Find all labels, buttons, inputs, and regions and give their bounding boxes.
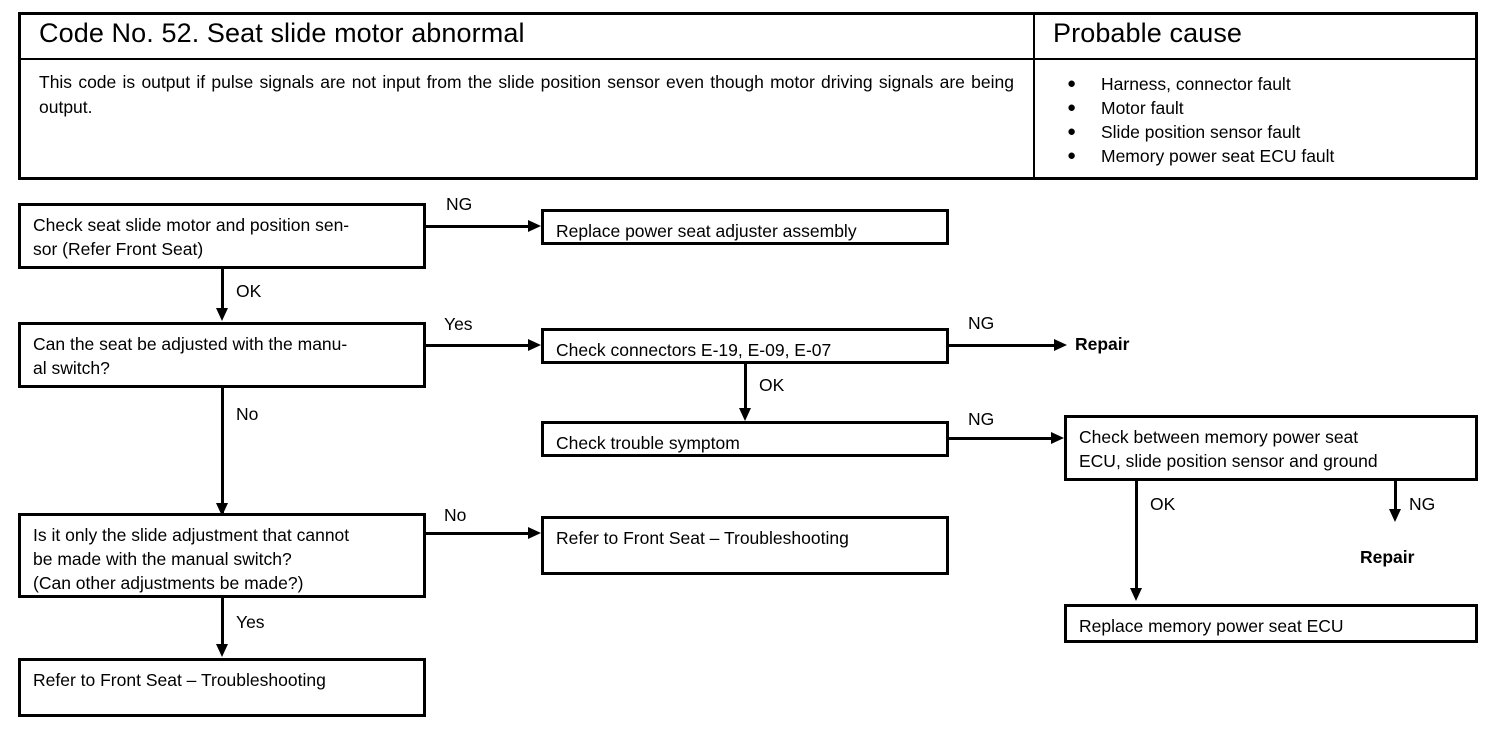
arrow-head-ng-connectors: [1054, 339, 1067, 351]
cause-label: Slide position sensor fault: [1101, 122, 1301, 142]
arrow-head-no-slide-question: [528, 527, 541, 539]
terminal-repair-top: Repair: [1075, 334, 1130, 354]
edge-label-ng: NG: [968, 313, 995, 333]
box-refer-front-seat-troubleshooting-bottom: Refer to Front Seat – Troubleshooting: [18, 658, 426, 717]
connector-yes-slide-question: [221, 598, 224, 646]
connector-ok-connectors: [744, 364, 747, 411]
arrow-head-yes-slide-question: [216, 644, 228, 657]
code-title: Code No. 52. Seat slide motor abnormal: [39, 18, 525, 48]
bullet-icon: ●: [1067, 99, 1077, 116]
bullet-icon: ●: [1067, 123, 1077, 140]
list-item: ● Memory power seat ECU fault: [1053, 144, 1473, 168]
box-text-line: Check connectors E-19, E-09, E-07: [556, 340, 832, 360]
connector-ok-check-between: [1135, 481, 1138, 593]
box-text-line: Refer to Front Seat – Troubleshooting: [33, 670, 326, 690]
edge-label-ok: OK: [1150, 494, 1176, 514]
box-text-line: Check trouble symptom: [556, 433, 740, 453]
edge-label-yes: Yes: [236, 612, 265, 632]
code-description: This code is output if pulse signals are…: [39, 72, 1014, 117]
bullet-icon: ●: [1067, 147, 1077, 164]
box-text-line: (Can other adjustments be made?): [33, 573, 304, 593]
arrow-head-ng-trouble-symptom: [1051, 432, 1064, 444]
box-text-line: ECU, slide position sensor and ground: [1079, 451, 1378, 471]
box-text-line: Replace power seat adjuster assembly: [556, 221, 857, 241]
box-check-connectors: Check connectors E-19, E-09, E-07: [541, 328, 949, 364]
arrow-head-ng-motor-sensor: [528, 220, 541, 232]
box-text-line: sor (Refer Front Seat): [33, 239, 204, 259]
connector-ng-trouble-symptom: [949, 437, 1051, 440]
cause-label: Harness, connector fault: [1101, 74, 1291, 94]
arrow-head-yes-manual-adjust: [528, 339, 541, 351]
diagnostic-info-table: Code No. 52. Seat slide motor abnormal P…: [18, 12, 1478, 180]
box-replace-memory-power-seat-ecu: Replace memory power seat ECU: [1064, 604, 1478, 643]
connector-ng-check-between: [1394, 481, 1397, 513]
connector-ng-motor-sensor: [426, 225, 528, 228]
box-text-line: Replace memory power seat ECU: [1079, 616, 1344, 636]
box-check-between-ecu-sensor-ground: Check between memory power seat ECU, sli…: [1064, 415, 1478, 481]
table-header-divider: [21, 58, 1475, 60]
edge-label-ng: NG: [968, 409, 995, 429]
edge-label-no: No: [444, 505, 467, 525]
connector-yes-manual-adjust: [426, 344, 528, 347]
box-check-seat-slide-motor: Check seat slide motor and position sen-…: [18, 203, 426, 269]
table-column-divider: [1033, 15, 1035, 177]
connector-no-slide-question: [426, 532, 528, 535]
edge-label-ok: OK: [236, 281, 262, 301]
terminal-repair-bottom: Repair: [1360, 547, 1415, 567]
cause-label: Motor fault: [1101, 98, 1184, 118]
cause-label: Memory power seat ECU fault: [1101, 146, 1335, 166]
list-item: ● Motor fault: [1053, 96, 1473, 120]
arrow-head-ok-check-between: [1130, 588, 1142, 601]
edge-label-no: No: [236, 404, 259, 424]
box-refer-front-seat-troubleshooting-mid: Refer to Front Seat – Troubleshooting: [541, 516, 949, 575]
probable-cause-title: Probable cause: [1053, 18, 1243, 48]
box-replace-power-seat-adjuster: Replace power seat adjuster assembly: [541, 209, 949, 245]
arrow-head-ng-check-between: [1389, 509, 1401, 522]
arrow-head-ok-motor-sensor: [216, 308, 228, 321]
box-text-line: Check seat slide motor and position sen-: [33, 215, 350, 235]
connector-ok-motor-sensor: [221, 269, 224, 311]
box-text-line: Can the seat be adjusted with the manu-: [33, 334, 348, 354]
box-slide-adjustment-question: Is it only the slide adjustment that can…: [18, 513, 426, 598]
list-item: ● Harness, connector fault: [1053, 72, 1473, 96]
probable-cause-list: ● Harness, connector fault ● Motor fault…: [1053, 72, 1473, 168]
arrow-head-no-manual-adjust: [216, 503, 228, 516]
box-seat-manual-adjust-question: Can the seat be adjusted with the manu- …: [18, 322, 426, 388]
box-check-trouble-symptom: Check trouble symptom: [541, 421, 949, 457]
edge-label-ng: NG: [446, 194, 473, 214]
box-text-line: Is it only the slide adjustment that can…: [33, 525, 350, 545]
edge-label-ok: OK: [759, 375, 785, 395]
connector-no-manual-adjust: [221, 388, 224, 516]
box-text-line: al switch?: [33, 358, 110, 378]
box-text-line: be made with the manual switch?: [33, 549, 292, 569]
edge-label-ng: NG: [1409, 494, 1436, 514]
bullet-icon: ●: [1067, 75, 1077, 92]
box-text-line: Refer to Front Seat – Troubleshooting: [556, 528, 849, 548]
box-text-line: Check between memory power seat: [1079, 427, 1359, 447]
connector-ng-connectors: [949, 344, 1054, 347]
arrow-head-ok-connectors: [739, 408, 751, 421]
list-item: ● Slide position sensor fault: [1053, 120, 1473, 144]
edge-label-yes: Yes: [444, 314, 473, 334]
